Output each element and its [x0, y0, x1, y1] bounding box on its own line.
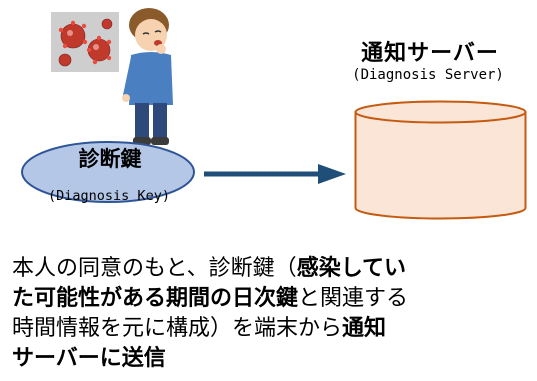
- desc-line1-bold: 感染してい: [296, 256, 407, 281]
- server-cylinder-shape: [354, 100, 527, 220]
- virus-image: [51, 12, 119, 72]
- diagnosis-key-subtitle: (Diagnosis Key): [48, 188, 170, 204]
- desc-line4-bold: サーバーに送信: [12, 346, 166, 371]
- send-arrow-icon: [204, 164, 346, 184]
- desc-line3-bold: 通知: [342, 316, 387, 341]
- desc-line2-bold: た可能性がある期間の日次鍵: [12, 286, 299, 311]
- diagnosis-key-ellipse: [21, 141, 195, 203]
- desc-line2-text: と関連する: [298, 286, 409, 311]
- desc-line3-text: 時間情報を元に構成）を端末から: [12, 316, 343, 341]
- diagnosis-key-title: 診断鍵: [78, 147, 142, 171]
- desc-line1-text: 本人の同意のもと、診断鍵（: [12, 256, 297, 281]
- server-subtitle: (Diagnosis Server): [352, 67, 504, 83]
- description-paragraph: 本人の同意のもと、診断鍵（感染してい た可能性がある期間の日次鍵と関連する 時間…: [12, 254, 532, 374]
- coughing-person-illustration: [122, 8, 173, 145]
- server-title: 通知サーバー: [361, 41, 499, 66]
